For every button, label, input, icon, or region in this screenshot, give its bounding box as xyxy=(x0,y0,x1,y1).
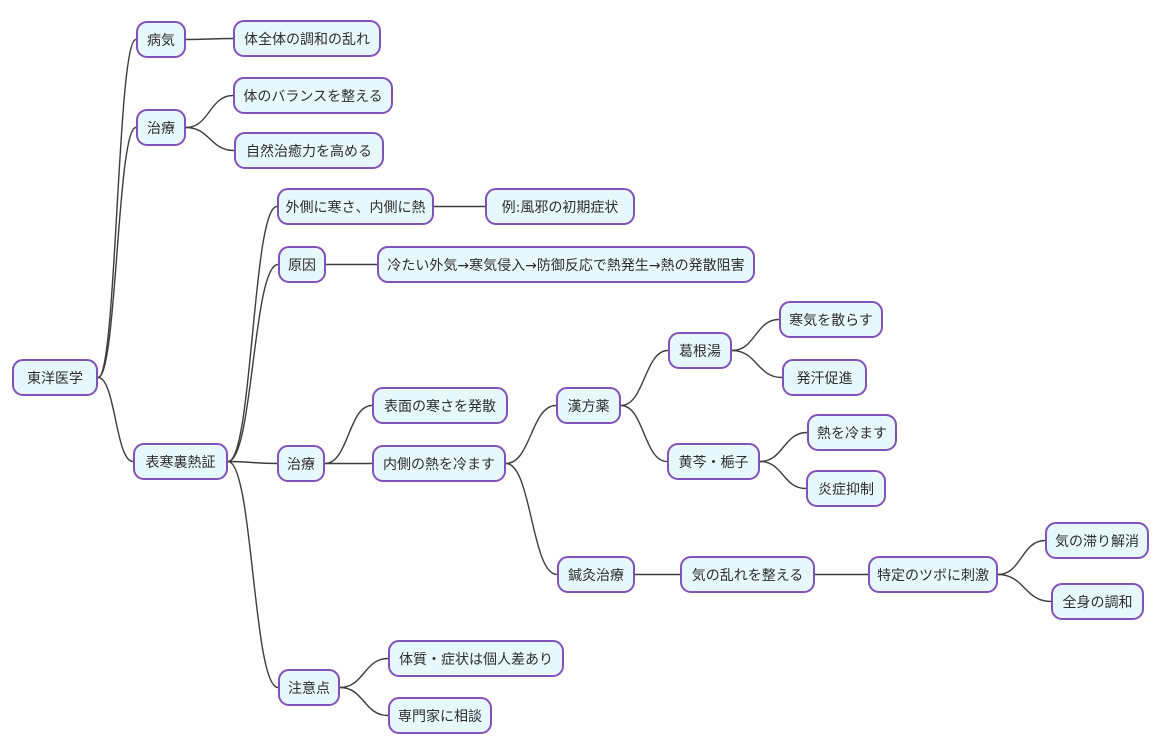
node-balance[interactable]: 体のバランスを整える xyxy=(233,77,393,114)
node-netsu[interactable]: 熱を冷ます xyxy=(807,414,897,451)
node-uchigawa[interactable]: 内側の熱を冷ます xyxy=(372,445,506,482)
node-samuke[interactable]: 寒気を散らす xyxy=(779,301,883,338)
edge-hyokan-chiryo2 xyxy=(227,460,278,465)
edge-hyokan-genin xyxy=(227,263,279,463)
node-reigai[interactable]: 冷たい外気→寒気侵入→防御反応で熱発生→熱の発散阻害 xyxy=(377,246,755,283)
node-shinkyu[interactable]: 鍼灸治療 xyxy=(557,556,635,593)
edge-kampo-kakkonto xyxy=(620,349,669,407)
node-kaze[interactable]: 例:風邪の初期症状 xyxy=(485,188,635,225)
edge-kakkonto-samuke xyxy=(731,318,780,352)
node-chowa[interactable]: 体全体の調和の乱れ xyxy=(233,20,381,57)
node-kitodokori[interactable]: 気の滞り解消 xyxy=(1045,522,1149,559)
edge-uchigawa-shinkyu xyxy=(505,462,558,576)
node-root[interactable]: 東洋医学 xyxy=(12,359,98,396)
edge-root-hyokan xyxy=(97,376,134,463)
node-shizen[interactable]: 自然治癒力を高める xyxy=(234,132,384,169)
edge-tsubo-zenshin xyxy=(997,573,1052,603)
node-sotogawa[interactable]: 外側に寒さ、内側に熱 xyxy=(277,188,434,225)
edge-kampo-ogon xyxy=(620,404,668,463)
edge-chiryo1-balance xyxy=(185,94,234,129)
node-kakkonto[interactable]: 葛根湯 xyxy=(668,332,732,369)
edge-byoki-chowa xyxy=(185,37,234,41)
edge-root-chiryo1 xyxy=(97,126,137,379)
node-chiryo1[interactable]: 治療 xyxy=(136,109,186,146)
node-chuiten[interactable]: 注意点 xyxy=(278,669,340,706)
edge-kakkonto-hakkan xyxy=(731,349,783,379)
node-zenshin[interactable]: 全身の調和 xyxy=(1051,583,1144,620)
edge-chiryo1-shizen xyxy=(185,126,235,152)
edge-tsubo-kitodokori xyxy=(997,539,1046,576)
node-kimidare[interactable]: 気の乱れを整える xyxy=(680,556,815,593)
node-ensho[interactable]: 炎症抑制 xyxy=(806,470,886,507)
edge-uchigawa-kampo xyxy=(505,404,557,465)
edge-hyokan-sotogawa xyxy=(227,205,278,463)
node-hakkan[interactable]: 発汗促進 xyxy=(782,359,867,396)
node-kampo[interactable]: 漢方薬 xyxy=(556,387,621,424)
edge-chuiten-senmonka xyxy=(339,686,389,717)
node-hyomen[interactable]: 表面の寒さを発散 xyxy=(372,387,508,424)
edge-chuiten-taishitsu xyxy=(339,657,389,689)
node-senmonka[interactable]: 専門家に相談 xyxy=(388,697,492,734)
edge-chiryo2-hyomen xyxy=(324,404,373,465)
node-genin[interactable]: 原因 xyxy=(278,246,326,283)
edge-hyokan-chuiten xyxy=(227,460,279,689)
edge-ogon-netsu xyxy=(759,431,808,463)
node-byoki[interactable]: 病気 xyxy=(136,21,186,58)
edge-ogon-ensho xyxy=(759,460,807,490)
edge-root-byoki xyxy=(97,38,137,379)
node-ogon[interactable]: 黄芩・梔子 xyxy=(667,443,760,480)
node-chiryo2[interactable]: 治療 xyxy=(277,445,325,482)
node-hyokan[interactable]: 表寒裏熱証 xyxy=(133,443,228,480)
node-tsubo[interactable]: 特定のツボに刺激 xyxy=(868,556,998,593)
node-taishitsu[interactable]: 体質・症状は個人差あり xyxy=(388,640,564,677)
